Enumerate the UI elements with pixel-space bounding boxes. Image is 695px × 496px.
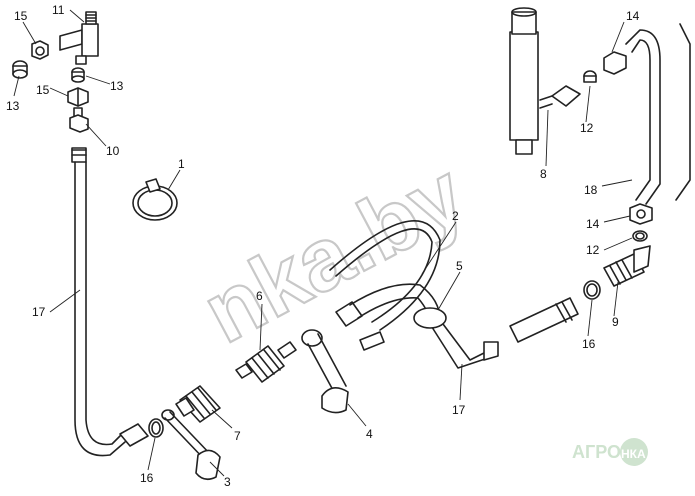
part-12-washer-lower xyxy=(632,230,648,242)
part-17-hose-left xyxy=(71,147,149,457)
part-14-nut-lower xyxy=(629,203,653,225)
part-3-dust-cap xyxy=(161,409,221,481)
callout-12-lower: 12 xyxy=(586,243,600,257)
callout-2: 2 xyxy=(452,209,459,223)
logo-circle xyxy=(620,438,648,466)
part-5-hose-assembly xyxy=(335,283,499,369)
callout-14-lower: 14 xyxy=(586,217,600,231)
part-13-washer-top xyxy=(12,60,28,79)
part-4-dust-cap xyxy=(301,329,349,414)
part-12-washer-upper xyxy=(583,70,597,83)
callout-8: 8 xyxy=(540,167,547,181)
leader-lines xyxy=(13,9,633,477)
part-11-tee-fitting xyxy=(59,11,99,65)
part-1-hose-clamp xyxy=(132,178,178,221)
callout-3: 3 xyxy=(224,475,231,489)
callout-7: 7 xyxy=(234,429,241,443)
callout-15-top: 15 xyxy=(14,9,28,23)
callout-labels: 15 13 11 13 15 10 1 17 16 3 7 6 4 2 5 17… xyxy=(6,3,640,489)
part-13-washer-mid xyxy=(71,67,85,83)
part-18-pipe xyxy=(625,23,691,205)
part-9-elbow xyxy=(603,245,651,287)
part-14-nut-upper xyxy=(603,51,627,75)
callout-17-center: 17 xyxy=(452,403,466,417)
part-16-ring-right xyxy=(583,280,601,300)
part-15-nut-top xyxy=(31,40,49,60)
callout-17-left: 17 xyxy=(32,305,46,319)
agronka-logo: АГРО НКА xyxy=(572,438,648,466)
callout-16-left: 16 xyxy=(140,471,154,485)
part-hose-end-right xyxy=(509,297,579,343)
callout-10: 10 xyxy=(106,144,120,158)
callout-5: 5 xyxy=(456,259,463,273)
part-8-cylinder-fitting xyxy=(509,7,581,155)
callout-1: 1 xyxy=(178,157,185,171)
callout-12-upper: 12 xyxy=(580,121,594,135)
callout-4: 4 xyxy=(366,427,373,441)
callout-15-mid: 15 xyxy=(36,83,50,97)
part-6-coupling-plug xyxy=(235,341,297,383)
logo-text-left: АГРО xyxy=(572,442,621,462)
part-16-ring-left xyxy=(148,418,164,438)
callout-14-upper: 14 xyxy=(626,9,640,23)
callout-16-right: 16 xyxy=(582,337,596,351)
callout-18: 18 xyxy=(584,183,598,197)
callout-13-right: 13 xyxy=(110,79,124,93)
callout-11: 11 xyxy=(52,3,65,17)
part-7-coupling-half xyxy=(175,385,221,423)
callout-13-left: 13 xyxy=(6,99,20,113)
part-10-union xyxy=(69,107,89,133)
callout-9: 9 xyxy=(612,315,619,329)
logo-text-right: НКА xyxy=(621,447,646,461)
callout-6: 6 xyxy=(256,289,263,303)
part-15-nut-mid xyxy=(67,87,89,107)
